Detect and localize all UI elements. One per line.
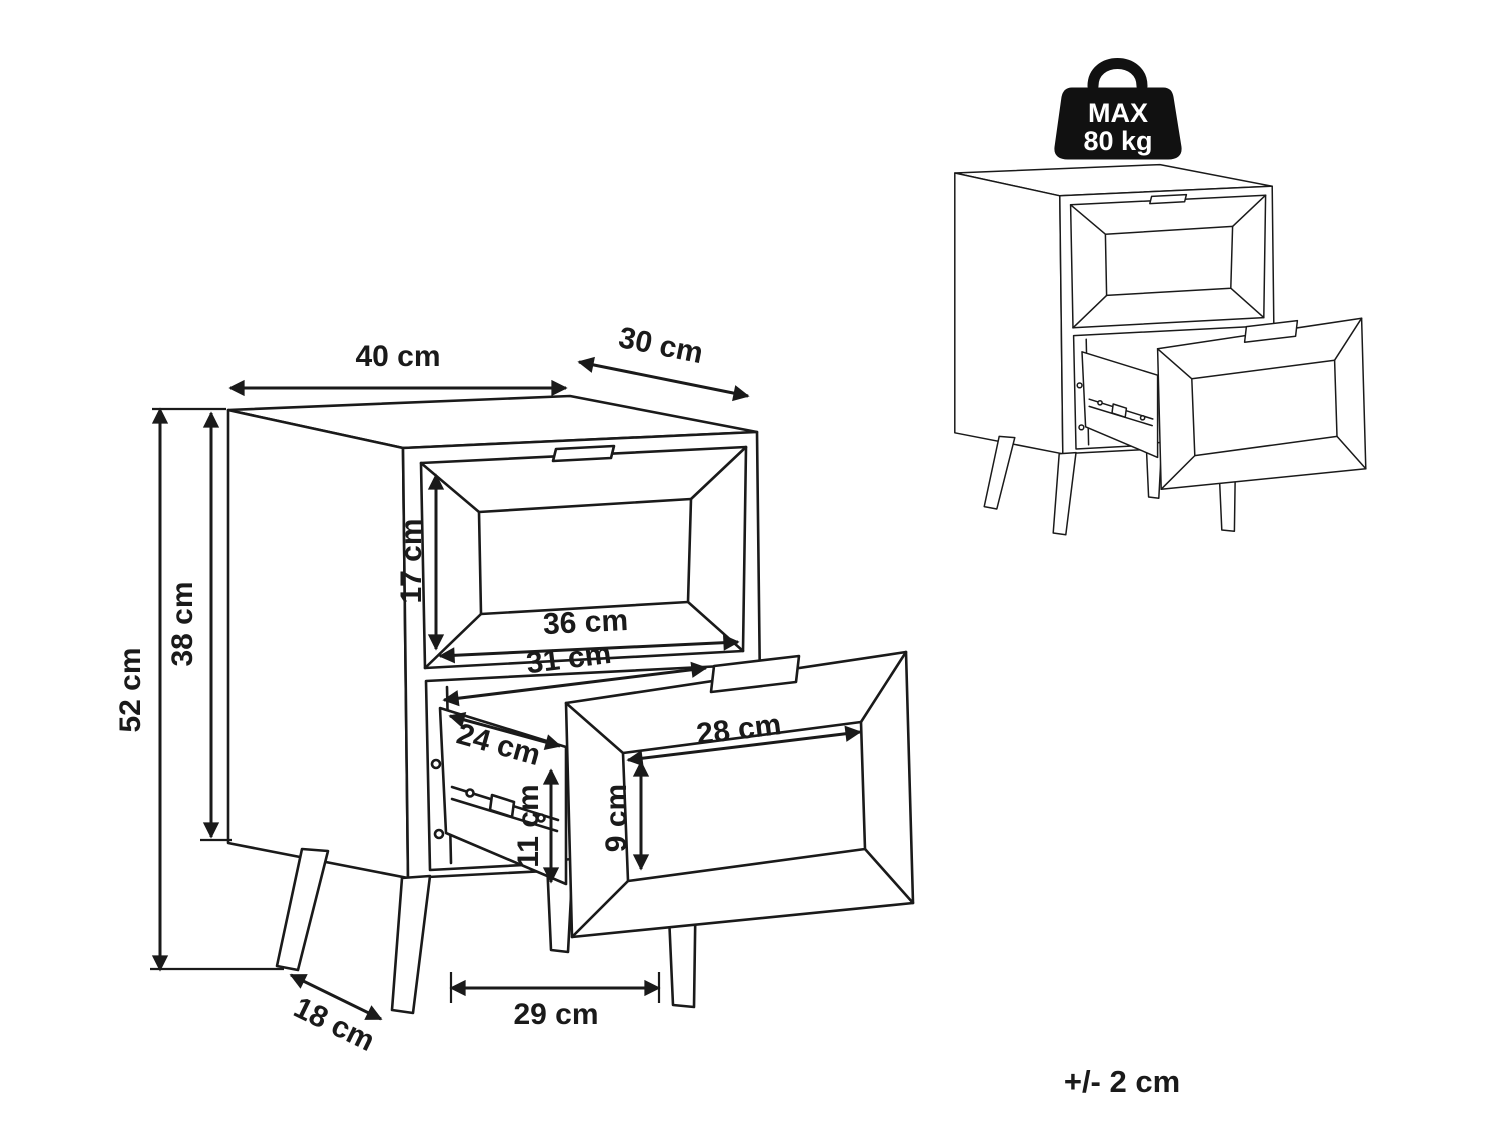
weight-body [1054, 87, 1182, 160]
dim-leg-front-span-label: 29 cm [513, 998, 598, 1031]
dim-body-height-label: 38 cm [166, 581, 199, 666]
dim-drawer-inner-height-label: 9 cm [600, 784, 633, 852]
dim-top-drawer-width: 36 cm [438, 604, 740, 664]
thumbnail-diagram: MAX 80 kg [954, 58, 1367, 536]
main-dimension-diagram: 40 cm 30 cm 52 cm 38 cm 17 cm 36 cm [114, 321, 914, 1058]
dim-top-depth-arrow [577, 356, 750, 402]
weight-handle [1087, 58, 1148, 92]
dim-total-height: 52 cm [114, 407, 169, 972]
dim-leg-depth: 18 cm [289, 973, 383, 1058]
tolerance-note: +/- 2 cm [1064, 1064, 1180, 1099]
dim-leg-depth-arrow [289, 973, 383, 1021]
max-load-label: MAX [1088, 98, 1148, 128]
dim-top-depth: 30 cm [577, 321, 750, 402]
thumbnail-cabinet-art [954, 164, 1367, 536]
dim-top-drawer-height-label: 17 cm [395, 518, 428, 603]
max-load-value: 80 kg [1083, 126, 1152, 156]
dim-leg-front-span: 29 cm [449, 972, 661, 1031]
dim-top-drawer-width-arrow [438, 634, 740, 664]
dim-drawer-side-height-label: 11 cm [512, 784, 545, 867]
dim-top-width: 40 cm [228, 340, 568, 397]
dim-drawer-inner-height: 9 cm [600, 760, 650, 871]
dim-top-drawer-width-label: 36 cm [542, 604, 629, 641]
dim-leg-depth-label: 18 cm [289, 991, 380, 1058]
dim-drawer-depth-arrow [448, 712, 562, 750]
dim-opening-width-arrow [442, 661, 708, 707]
dim-top-depth-label: 30 cm [616, 321, 706, 370]
max-load-weight-icon: MAX 80 kg [1054, 58, 1182, 160]
dim-total-height-label: 52 cm [114, 647, 147, 732]
dim-body-height: 38 cm [166, 411, 220, 839]
dim-drawer-inner-width-arrow [626, 725, 862, 767]
dim-drawer-side-height: 11 cm [512, 768, 560, 884]
dim-top-drawer-height: 17 cm [395, 473, 445, 651]
dim-top-width-label: 40 cm [355, 340, 440, 373]
main-cabinet-art [227, 395, 914, 1014]
